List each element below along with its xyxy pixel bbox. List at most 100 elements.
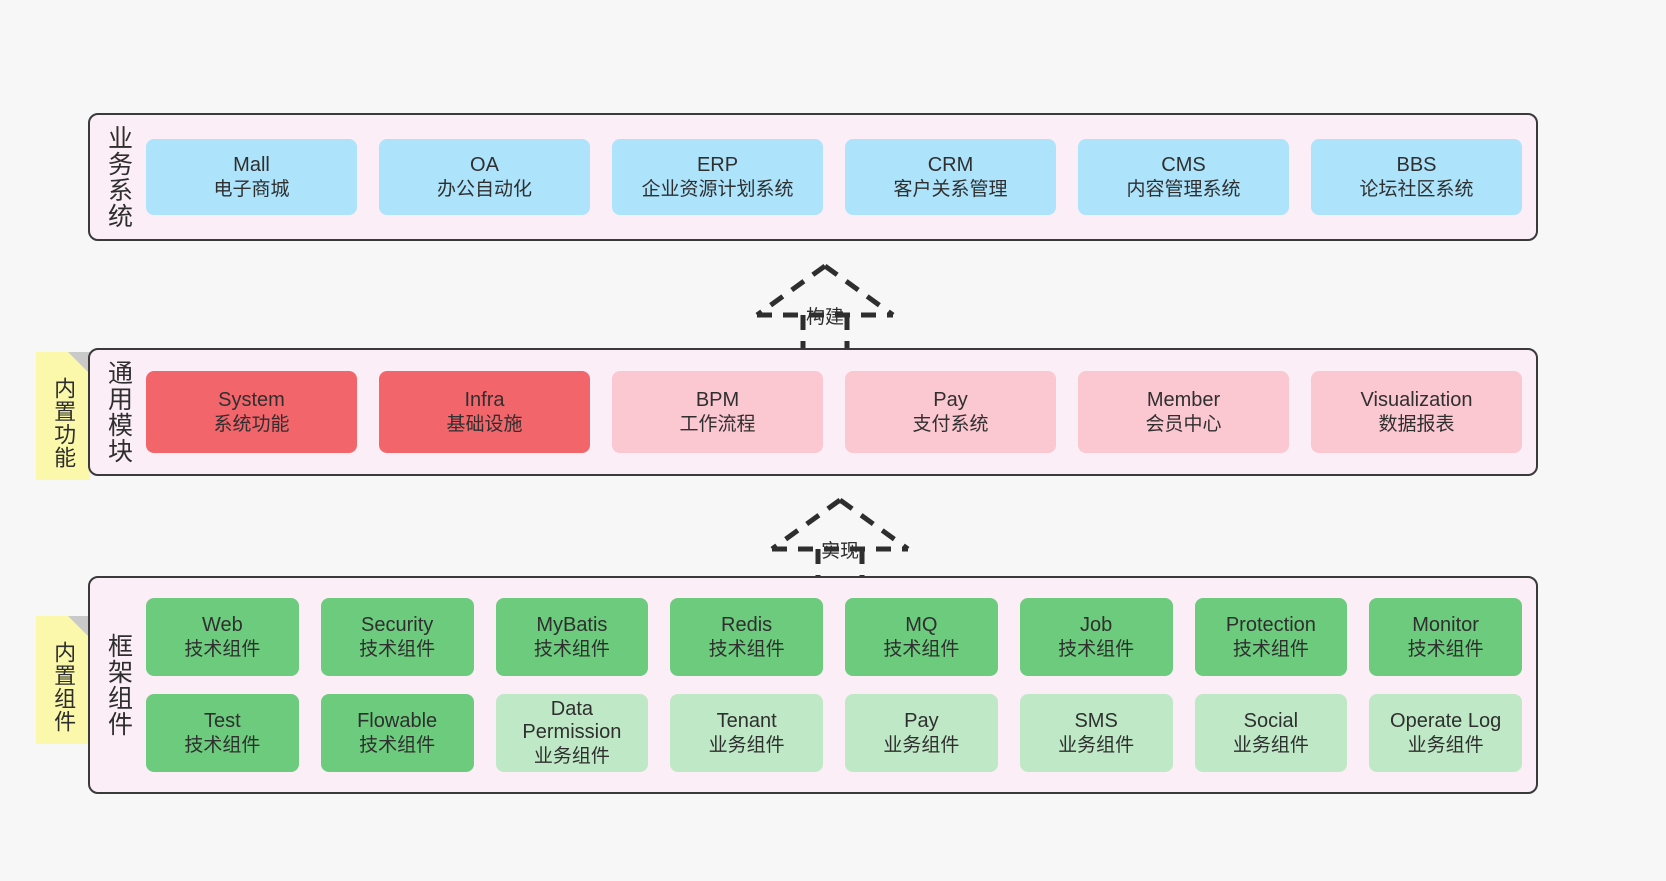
layer-title-common-modules: 通用模块: [104, 360, 133, 464]
component-type-cn: 技术组件: [184, 638, 261, 660]
box-row: Test 技术组件 Flowable 技术组件 Data Permission …: [146, 694, 1522, 772]
box-row: Mall 电子商城 OA 办公自动化 ERP 企业资源计划系统 CRM 客户关系…: [146, 139, 1522, 215]
layer-body-common-modules: System 系统功能 Infra 基础设施 BPM 工作流程 Pay 支付系统…: [146, 350, 1536, 474]
layer-title-framework-components: 框架组件: [104, 633, 133, 737]
sticky-note-label: 内置组件: [51, 641, 77, 733]
box-row: Web 技术组件 Security 技术组件 MyBatis 技术组件 Redi…: [146, 598, 1522, 676]
module-name-cn: 基础设施: [446, 413, 523, 435]
layer-common-modules: 通用模块 System 系统功能 Infra 基础设施 BPM 工作流程 Pay…: [88, 348, 1538, 476]
component-type-cn: 业务组件: [1058, 734, 1135, 756]
component-box-test[interactable]: Test 技术组件: [146, 694, 299, 772]
component-type-cn: 业务组件: [708, 734, 785, 756]
component-type-cn: 技术组件: [533, 638, 610, 660]
component-box-mq[interactable]: MQ 技术组件: [845, 598, 998, 676]
module-name-cn: 工作流程: [679, 413, 756, 435]
module-name-en: Pay: [933, 388, 968, 411]
module-name-en: BBS: [1396, 153, 1437, 176]
module-name-cn: 会员中心: [1145, 413, 1222, 435]
module-name-en: Infra: [464, 388, 505, 411]
module-name-en: Visualization: [1360, 388, 1473, 411]
page-fold-icon: [68, 616, 90, 638]
component-name-en: Protection: [1225, 613, 1316, 636]
module-name-cn: 论坛社区系统: [1359, 178, 1474, 200]
component-box-mybatis[interactable]: MyBatis 技术组件: [495, 598, 649, 676]
component-box-pay[interactable]: Pay 业务组件: [845, 694, 998, 772]
component-name-en: Data Permission: [522, 697, 622, 744]
component-name-en: Tenant: [716, 709, 777, 732]
module-box-infra[interactable]: Infra 基础设施: [379, 371, 590, 453]
connector-build: 构建: [745, 258, 905, 358]
module-name-cn: 支付系统: [912, 413, 989, 435]
component-box-job[interactable]: Job 技术组件: [1019, 598, 1173, 676]
module-box-cms[interactable]: CMS 内容管理系统: [1078, 139, 1289, 215]
component-type-cn: 技术组件: [708, 638, 785, 660]
component-name-en: Redis: [721, 613, 773, 636]
sticky-note-label: 内置功能: [51, 377, 77, 469]
module-box-pay[interactable]: Pay 支付系统: [845, 371, 1056, 453]
component-type-cn: 技术组件: [883, 638, 960, 660]
component-type-cn: 技术组件: [359, 734, 436, 756]
layer-body-business-systems: Mall 电子商城 OA 办公自动化 ERP 企业资源计划系统 CRM 客户关系…: [146, 115, 1536, 239]
module-name-cn: 企业资源计划系统: [641, 178, 794, 200]
module-name-en: ERP: [696, 153, 739, 176]
layer-business-systems: 业务系统 Mall 电子商城 OA 办公自动化 ERP 企业资源计划系统 CRM…: [88, 113, 1538, 241]
component-box-flowable[interactable]: Flowable 技术组件: [320, 694, 474, 772]
page-fold-icon: [68, 352, 90, 374]
module-box-oa[interactable]: OA 办公自动化: [379, 139, 590, 215]
component-box-security[interactable]: Security 技术组件: [320, 598, 474, 676]
component-box-tenant[interactable]: Tenant 业务组件: [670, 694, 823, 772]
component-name-en: Monitor: [1412, 613, 1479, 636]
component-name-en: Security: [361, 613, 434, 636]
box-row: System 系统功能 Infra 基础设施 BPM 工作流程 Pay 支付系统…: [146, 371, 1522, 453]
module-box-member[interactable]: Member 会员中心: [1078, 371, 1289, 453]
component-box-sms[interactable]: SMS 业务组件: [1019, 694, 1173, 772]
module-box-bpm[interactable]: BPM 工作流程: [612, 371, 823, 453]
component-type-cn: 技术组件: [359, 638, 436, 660]
component-name-en: Pay: [904, 709, 939, 732]
component-name-en: MyBatis: [536, 613, 608, 636]
component-name-en: Web: [201, 613, 243, 636]
module-box-system[interactable]: System 系统功能: [146, 371, 357, 453]
component-type-cn: 业务组件: [883, 734, 960, 756]
module-name-en: System: [218, 388, 285, 411]
component-name-en: SMS: [1074, 709, 1118, 732]
component-name-en: Operate Log: [1390, 709, 1502, 732]
component-type-cn: 技术组件: [1232, 638, 1309, 660]
component-type-cn: 技术组件: [1407, 638, 1484, 660]
component-type-cn: 技术组件: [184, 734, 261, 756]
module-name-cn: 客户关系管理: [893, 178, 1008, 200]
component-box-social[interactable]: Social 业务组件: [1194, 694, 1348, 772]
module-name-en: Mall: [233, 153, 270, 176]
connector-label-build: 构建: [805, 307, 844, 328]
component-name-en: Flowable: [357, 709, 438, 732]
sticky-note-builtin-features: 内置功能: [36, 352, 90, 480]
module-name-en: OA: [470, 153, 499, 176]
module-box-mall[interactable]: Mall 电子商城: [146, 139, 357, 215]
component-type-cn: 业务组件: [1232, 734, 1309, 756]
module-box-erp[interactable]: ERP 企业资源计划系统: [612, 139, 823, 215]
sticky-note-builtin-components: 内置组件: [36, 616, 90, 744]
module-name-cn: 电子商城: [213, 178, 290, 200]
module-name-cn: 办公自动化: [436, 178, 532, 200]
component-box-operate-log[interactable]: Operate Log 业务组件: [1369, 694, 1522, 772]
module-box-visualization[interactable]: Visualization 数据报表: [1311, 371, 1522, 453]
component-box-web[interactable]: Web 技术组件: [146, 598, 299, 676]
module-box-crm[interactable]: CRM 客户关系管理: [845, 139, 1056, 215]
component-name-en: Job: [1080, 613, 1113, 636]
component-box-redis[interactable]: Redis 技术组件: [670, 598, 823, 676]
module-box-bbs[interactable]: BBS 论坛社区系统: [1311, 139, 1522, 215]
component-name-en: MQ: [905, 613, 938, 636]
component-box-protection[interactable]: Protection 技术组件: [1194, 598, 1348, 676]
component-type-cn: 技术组件: [1058, 638, 1135, 660]
module-name-en: Member: [1146, 388, 1221, 411]
connector-label-implement: 实现: [820, 541, 859, 562]
module-name-en: CMS: [1161, 153, 1206, 176]
module-name-cn: 系统功能: [213, 413, 290, 435]
module-name-en: BPM: [695, 388, 740, 411]
layer-title-business-systems: 业务系统: [104, 125, 133, 229]
module-name-cn: 内容管理系统: [1126, 178, 1241, 200]
component-box-data-permission[interactable]: Data Permission 业务组件: [495, 694, 649, 772]
component-box-monitor[interactable]: Monitor 技术组件: [1369, 598, 1522, 676]
component-type-cn: 业务组件: [533, 745, 610, 767]
